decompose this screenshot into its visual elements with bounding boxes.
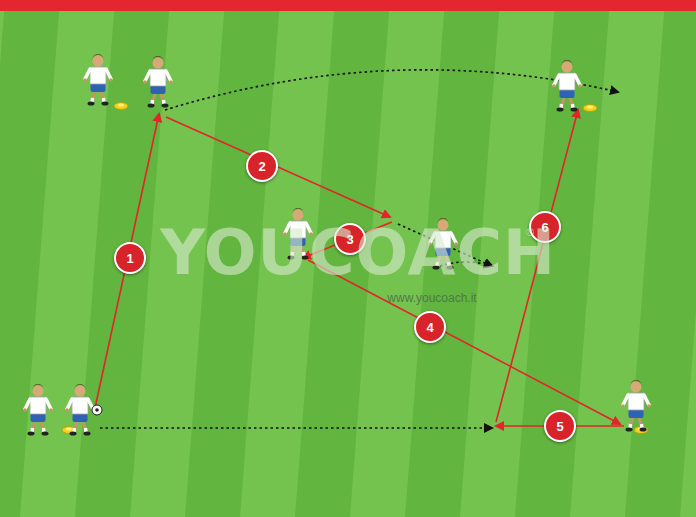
watermark-url: www.youcoach.it — [387, 291, 476, 305]
top-bar — [0, 0, 696, 11]
cones — [62, 103, 648, 434]
players — [23, 54, 651, 436]
callout-number: 4 — [414, 311, 446, 343]
watermark: YOUCOACH — [160, 216, 556, 289]
watermark-mark: ® — [526, 226, 534, 238]
run-paths — [100, 70, 618, 428]
callout-number: 1 — [114, 242, 146, 274]
callout-number: 5 — [544, 410, 576, 442]
ball — [92, 405, 102, 415]
pass-lines — [95, 110, 624, 426]
callout-number: 2 — [246, 150, 278, 182]
